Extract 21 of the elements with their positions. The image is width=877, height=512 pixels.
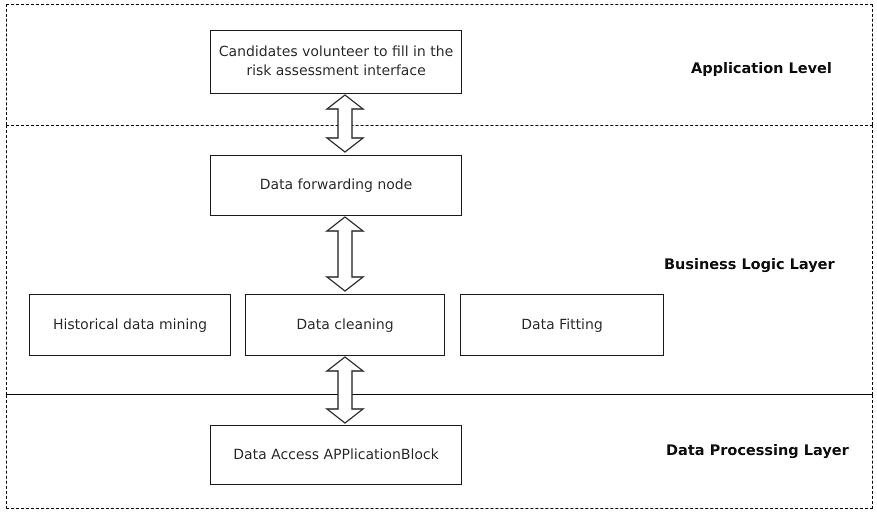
- layer-band: [6, 395, 873, 509]
- process-box: [460, 294, 664, 356]
- double-arrow: [324, 94, 366, 153]
- layer-title: Application Level: [691, 61, 832, 77]
- box-label: Data Access APPlicationBlock: [233, 446, 439, 464]
- box-label: Data forwarding node: [260, 176, 412, 195]
- box-label: Data Fitting: [521, 316, 603, 334]
- process-box: [210, 155, 462, 216]
- process-box: [245, 294, 445, 356]
- layer-title: Data Processing Layer: [666, 443, 849, 459]
- layer-band: [6, 4, 873, 125]
- layer-title: Business Logic Layer: [664, 257, 835, 273]
- box-label: Data cleaning: [296, 316, 394, 334]
- process-box: [29, 294, 231, 356]
- box-label: Candidates volunteer to fill in the risk assessment interface: [218, 43, 454, 81]
- double-arrow: [324, 356, 366, 424]
- process-box: [210, 30, 462, 94]
- double-arrow: [324, 216, 366, 292]
- layer-band: [6, 125, 873, 395]
- process-box: [210, 425, 462, 485]
- box-label: Historical data mining: [52, 316, 208, 334]
